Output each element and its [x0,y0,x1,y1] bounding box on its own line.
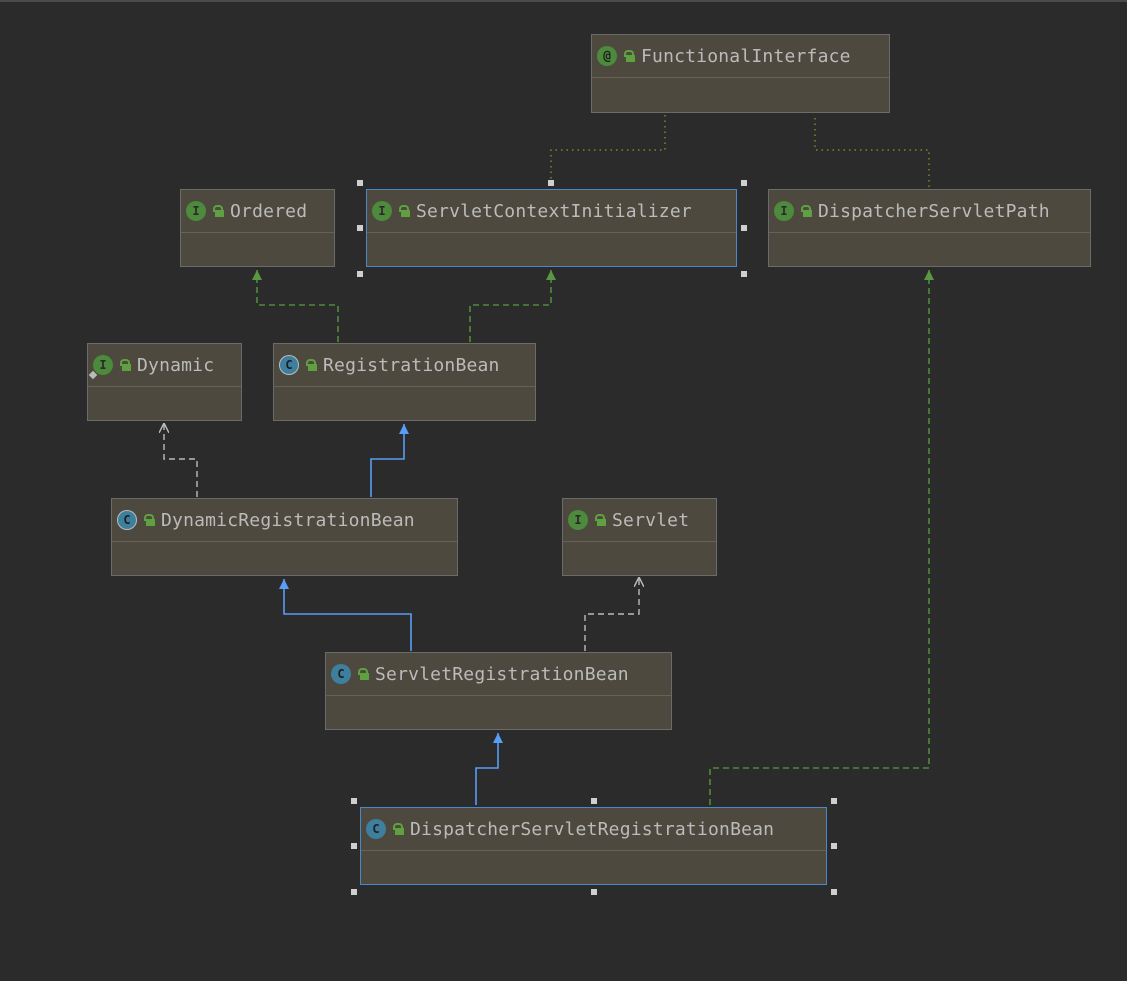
abstract-class-icon: C [279,355,299,375]
public-lock-icon [357,668,369,680]
node-header: I DispatcherServletPath [769,190,1090,233]
nested-interface-icon: I [88,355,113,380]
resize-handle[interactable] [357,271,363,277]
node-servlet-registration-bean[interactable]: C ServletRegistrationBean [325,652,672,730]
node-header: C DynamicRegistrationBean [112,499,457,542]
public-lock-icon [119,359,131,371]
edge-dsrb-to-dispatcher-servlet-path [709,270,934,805]
resize-handle[interactable] [351,843,357,849]
node-name: Ordered [230,200,308,222]
public-lock-icon [212,205,224,217]
edge-dsp-to-functional-interface [814,114,930,187]
resize-handle[interactable] [591,889,597,895]
node-dynamic[interactable]: I Dynamic [87,343,242,421]
edge-dsrb-to-srb [475,733,503,805]
inner-marker-icon [88,370,98,380]
node-name: RegistrationBean [323,354,500,376]
top-divider [0,0,1127,2]
resize-handle[interactable] [741,180,747,186]
public-lock-icon [800,205,812,217]
node-registration-bean[interactable]: C RegistrationBean [273,343,536,421]
node-header: @ FunctionalInterface [592,35,889,78]
edge-registration-bean-to-sci [469,270,556,342]
node-ordered[interactable]: I Ordered [180,189,335,267]
public-lock-icon [594,514,606,526]
node-dispatcher-servlet-registration-bean[interactable]: C DispatcherServletRegistrationBean [360,807,827,885]
node-name: ServletContextInitializer [416,200,692,222]
resize-handle[interactable] [741,271,747,277]
resize-handle[interactable] [351,889,357,895]
resize-handle[interactable] [351,798,357,804]
node-header: I Servlet [563,499,716,542]
node-header: I Ordered [181,190,334,233]
node-name: Servlet [612,509,690,531]
node-name: DynamicRegistrationBean [161,509,415,531]
edge-drb-to-registration-bean [370,424,409,497]
node-name: DispatcherServletRegistrationBean [410,818,775,840]
resize-handle[interactable] [357,180,363,186]
public-lock-icon [143,514,155,526]
resize-handle[interactable] [831,889,837,895]
public-lock-icon [398,205,410,217]
node-dispatcher-servlet-path[interactable]: I DispatcherServletPath [768,189,1091,267]
edge-drb-to-dynamic [164,423,198,497]
resize-handle[interactable] [357,225,363,231]
edge-sci-to-functional-interface [550,114,666,184]
annotation-icon: @ [597,46,617,66]
resize-handle[interactable] [831,798,837,804]
public-lock-icon [623,50,635,62]
node-name: FunctionalInterface [641,45,851,67]
node-name: DispatcherServletPath [818,200,1050,222]
abstract-class-icon: C [117,510,137,530]
node-functional-interface[interactable]: @ FunctionalInterface [591,34,890,113]
edge-srb-to-drb [279,579,412,651]
node-name: Dynamic [137,354,215,376]
resize-handle[interactable] [831,843,837,849]
edge-registration-bean-to-ordered [252,270,339,342]
node-header: I ServletContextInitializer [367,190,736,233]
public-lock-icon [305,359,317,371]
node-header: C RegistrationBean [274,344,535,387]
node-servlet-context-initializer[interactable]: I ServletContextInitializer [366,189,737,267]
interface-icon: I [774,201,794,221]
node-name: ServletRegistrationBean [375,663,629,685]
public-lock-icon [392,823,404,835]
node-header: I Dynamic [88,344,241,387]
interface-icon: I [568,510,588,530]
node-dynamic-registration-bean[interactable]: C DynamicRegistrationBean [111,498,458,576]
edge-srb-to-servlet [584,577,639,651]
resize-handle[interactable] [591,798,597,804]
interface-icon: I [372,201,392,221]
resize-handle[interactable] [741,225,747,231]
class-icon: C [366,819,386,839]
resize-handle[interactable] [548,180,554,186]
node-servlet[interactable]: I Servlet [562,498,717,576]
node-header: C ServletRegistrationBean [326,653,671,696]
interface-icon: I [186,201,206,221]
node-header: C DispatcherServletRegistrationBean [361,808,826,851]
kind-glyph: I [99,358,107,372]
class-icon: C [331,664,351,684]
